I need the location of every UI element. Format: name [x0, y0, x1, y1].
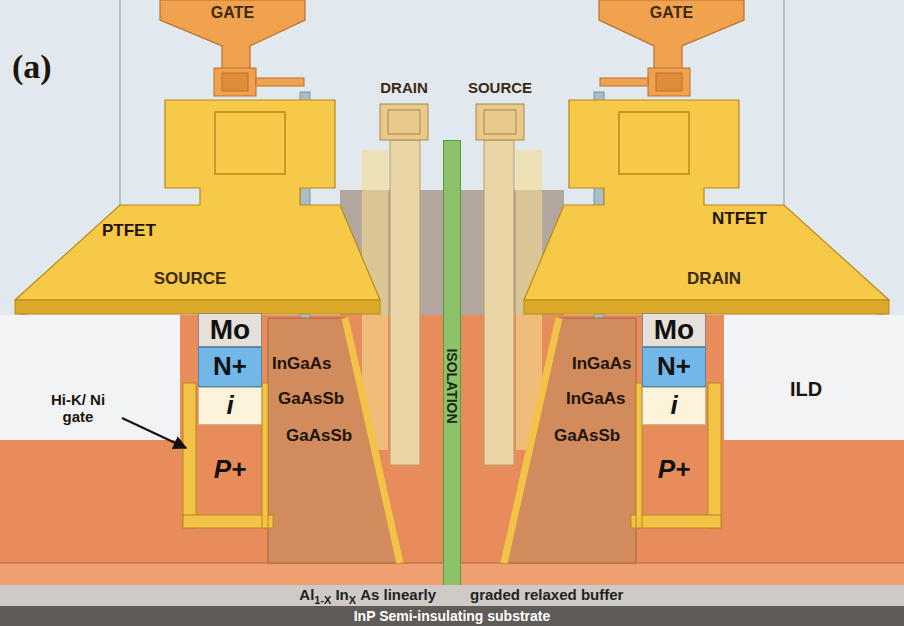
substrate-layer: InP Semi-insulating substrate [0, 606, 904, 626]
buffer-text: In [335, 586, 348, 603]
node-text: InP Semi-insulating substrate [354, 609, 551, 624]
mo-contact: Mo [198, 313, 262, 347]
material-label: GaAsSb [286, 427, 352, 446]
n-plus-layer: N+ [642, 347, 706, 387]
buffer-text: As linearly [360, 586, 436, 603]
device-label: NTFET [712, 210, 767, 229]
node-text: DRAIN [687, 270, 741, 288]
drain-pad: DRAIN [358, 76, 450, 100]
gate-pad: GATE [609, 2, 734, 24]
buffer-layer: Al1-X InX As linearly graded relaxed buffer [0, 585, 904, 606]
node-text: Mo [654, 315, 694, 344]
node-text: P+ [658, 456, 691, 483]
intrinsic-layer: i [198, 387, 262, 425]
p-plus-layer: P+ [198, 448, 262, 492]
material-label: GaAsSb [278, 390, 344, 409]
drain-pad: DRAIN [634, 266, 794, 292]
node-text: N+ [657, 353, 691, 380]
material-label: InGaAs [566, 390, 626, 409]
node-text: Mo [210, 315, 250, 344]
node-text: GATE [650, 5, 693, 22]
p-plus-layer: P+ [642, 448, 706, 492]
mo-contact: Mo [642, 313, 706, 347]
gate-pad: GATE [170, 2, 295, 24]
buffer-text: graded relaxed buffer [470, 586, 623, 603]
leader-line [122, 418, 186, 448]
node-text: i [226, 392, 233, 419]
buffer-text-left: Al1-X InX As linearly [299, 586, 436, 606]
intrinsic-layer: i [642, 387, 706, 425]
isolation-strip: ISOLATION [443, 140, 461, 606]
node-text: GATE [211, 5, 254, 22]
material-label: InGaAs [272, 355, 332, 374]
node-text: SOURCE [468, 80, 532, 96]
node-text: i [670, 392, 677, 419]
n-plus-layer: N+ [198, 347, 262, 387]
panel-label: (a) [12, 48, 52, 85]
device-label: PTFET [102, 222, 156, 241]
source-pad: SOURCE [454, 76, 546, 100]
source-pad: SOURCE [110, 266, 270, 292]
subscript: 1-X [314, 594, 331, 606]
node-text: SOURCE [154, 270, 227, 288]
buffer-text: Al [299, 586, 314, 603]
node-text: N+ [213, 353, 247, 380]
node-text: P+ [214, 456, 247, 483]
isolation-text: ISOLATION [445, 348, 460, 423]
device-half [0, 0, 452, 563]
node-text: DRAIN [380, 80, 428, 96]
buffer-text-right: graded relaxed buffer [470, 586, 623, 603]
ild-label: ILD [790, 378, 822, 400]
material-label: GaAsSb [554, 427, 620, 446]
gate-label: Hi-K/ Ni gate [38, 392, 118, 425]
subscript: X [349, 594, 356, 606]
material-label: InGaAs [572, 355, 632, 374]
